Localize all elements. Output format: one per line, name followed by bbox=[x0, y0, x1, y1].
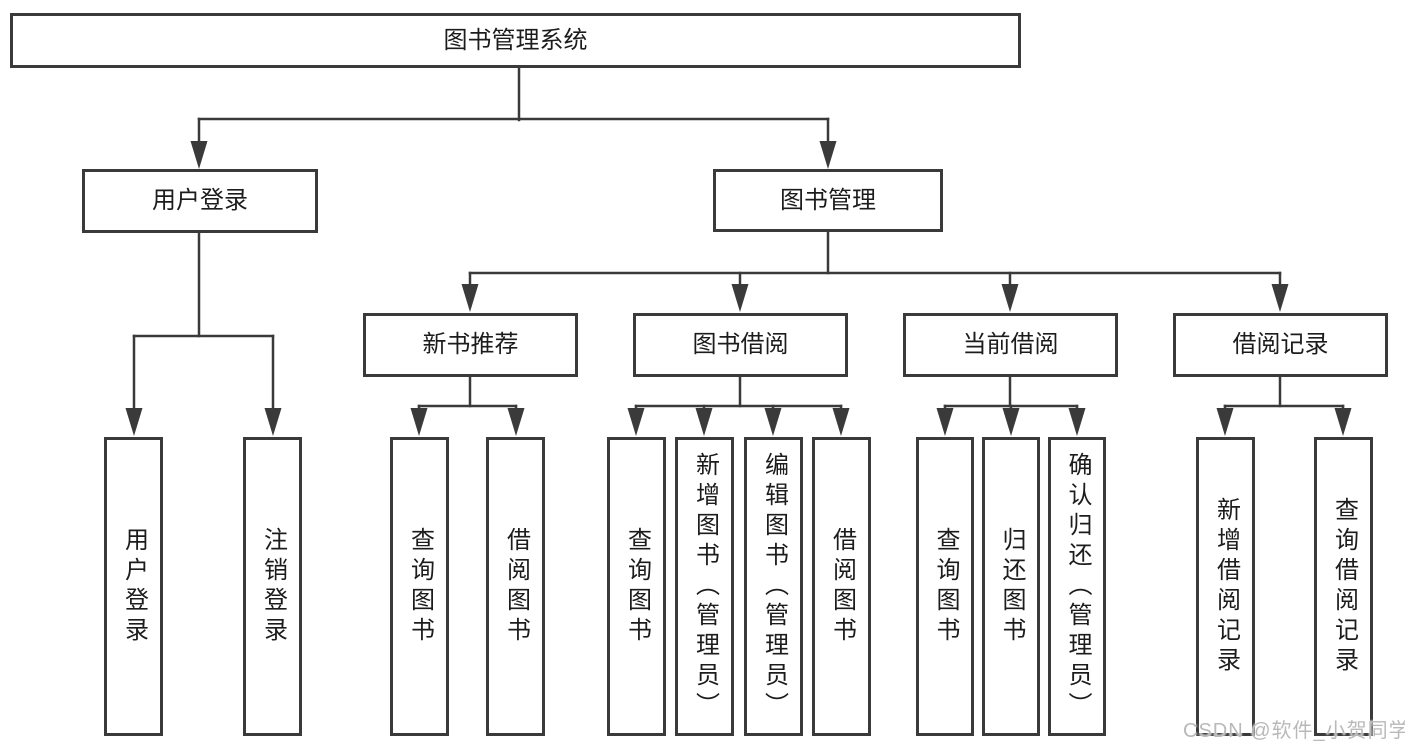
node-recommend-borrow-books: 借阅图书 bbox=[486, 437, 545, 736]
node-current-confirm-return-admin-label: 确认归还（管理员） bbox=[1064, 451, 1091, 722]
node-logout: 注销登录 bbox=[243, 437, 302, 736]
node-current-query-books-label: 查询图书 bbox=[932, 526, 959, 647]
node-recommend-query-books: 查询图书 bbox=[390, 437, 449, 736]
node-records-query-record: 查询借阅记录 bbox=[1314, 437, 1373, 736]
node-user-login: 用户登录 bbox=[82, 169, 318, 233]
node-book-borrowing: 图书借阅 bbox=[633, 313, 848, 377]
node-new-book-recommend-label: 新书推荐 bbox=[422, 331, 519, 358]
node-borrowing-edit-books-admin: 编辑图书（管理员） bbox=[744, 437, 803, 736]
node-borrowing-add-books-admin: 新增图书（管理员） bbox=[675, 437, 734, 736]
node-user-login-label: 用户登录 bbox=[152, 187, 248, 214]
csdn-watermark: CSDN @软件_小贺同学 bbox=[1183, 720, 1405, 742]
node-records-add-record: 新增借阅记录 bbox=[1196, 437, 1255, 736]
node-current-borrowing-label: 当前借阅 bbox=[962, 331, 1059, 358]
node-login-label: 用户登录 bbox=[120, 526, 148, 647]
connector-arrowheads bbox=[125, 141, 1352, 436]
node-borrowing-query-books: 查询图书 bbox=[607, 437, 666, 736]
node-book-management-label: 图书管理 bbox=[780, 186, 876, 214]
node-records-query-record-label: 查询借阅记录 bbox=[1330, 496, 1358, 677]
node-logout-label: 注销登录 bbox=[259, 526, 287, 647]
node-current-return-books: 归还图书 bbox=[982, 437, 1040, 736]
node-borrowing-query-books-label: 查询图书 bbox=[623, 526, 651, 647]
node-recommend-borrow-books-label: 借阅图书 bbox=[502, 526, 530, 647]
node-borrowing-records: 借阅记录 bbox=[1173, 313, 1388, 377]
node-borrowing-borrow-books-label: 借阅图书 bbox=[828, 526, 856, 647]
node-borrowing-edit-books-admin-label: 编辑图书（管理员） bbox=[760, 451, 788, 722]
node-current-borrowing: 当前借阅 bbox=[903, 313, 1118, 377]
node-records-add-record-label: 新增借阅记录 bbox=[1212, 496, 1240, 677]
node-new-book-recommend: 新书推荐 bbox=[363, 313, 578, 377]
node-library-system: 图书管理系统 bbox=[10, 13, 1021, 68]
node-borrowing-records-label: 借阅记录 bbox=[1232, 331, 1329, 358]
node-borrowing-add-books-admin-label: 新增图书（管理员） bbox=[691, 451, 719, 722]
node-current-confirm-return-admin: 确认归还（管理员） bbox=[1048, 437, 1106, 736]
node-current-query-books: 查询图书 bbox=[916, 437, 974, 736]
node-book-management: 图书管理 bbox=[713, 169, 943, 232]
node-library-system-label: 图书管理系统 bbox=[443, 26, 588, 54]
node-current-return-books-label: 归还图书 bbox=[998, 526, 1025, 647]
node-book-borrowing-label: 图书借阅 bbox=[692, 331, 789, 358]
node-borrowing-borrow-books: 借阅图书 bbox=[812, 437, 871, 736]
node-recommend-query-books-label: 查询图书 bbox=[406, 526, 434, 647]
node-login: 用户登录 bbox=[104, 437, 163, 736]
